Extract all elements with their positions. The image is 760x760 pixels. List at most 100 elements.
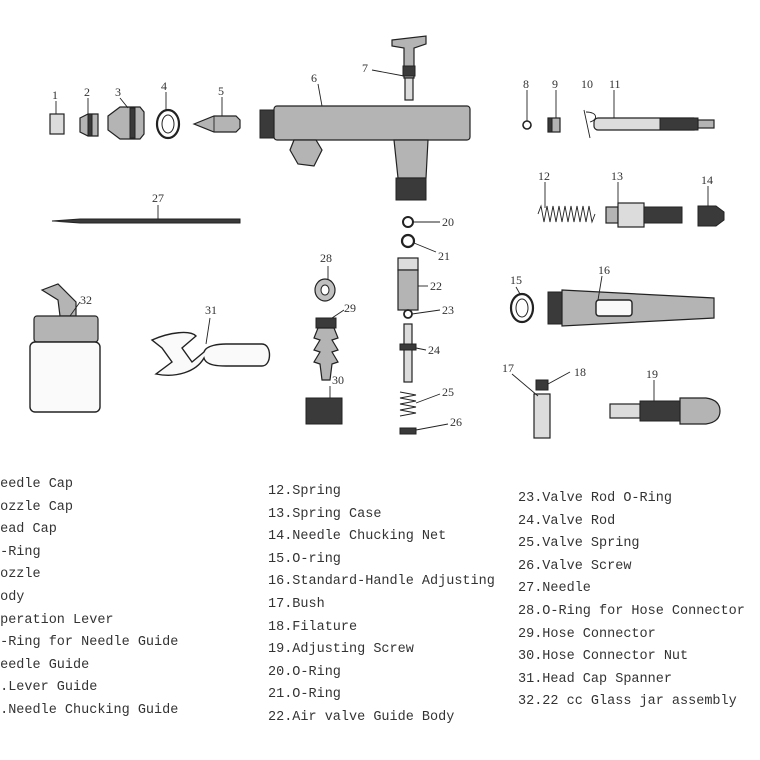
legend-item-18: 18.Filature bbox=[268, 619, 358, 635]
part-25-valve-spring bbox=[399, 391, 417, 417]
callout-5: 5 bbox=[218, 84, 224, 98]
part-19-adjusting-screw bbox=[609, 397, 721, 425]
legend-item-28: 28.O-Ring for Hose Connector bbox=[518, 603, 745, 619]
part-1-needle-cap bbox=[49, 113, 65, 135]
legend-item-5: Nozzle bbox=[0, 567, 41, 583]
legend-item-20: 20.O-Ring bbox=[268, 664, 341, 680]
callout-31: 31 bbox=[205, 303, 217, 317]
callout-13: 13 bbox=[611, 169, 623, 183]
legend-item-26: 26.Valve Screw bbox=[518, 558, 632, 574]
legend-item-15: 15.O-ring bbox=[268, 551, 341, 567]
callout-8: 8 bbox=[523, 77, 529, 91]
callout-1: 1 bbox=[52, 88, 58, 102]
legend-item-24: 24.Valve Rod bbox=[518, 513, 616, 529]
legend-item-7: Operation Lever bbox=[0, 612, 114, 628]
legend-item-19: 19.Adjusting Screw bbox=[268, 642, 414, 658]
callout-19: 19 bbox=[646, 367, 658, 381]
exploded-parts-diagram: 1 2 3 4 5 6 7 8 9 10 11 12 13 14 15 16 1… bbox=[29, 35, 725, 439]
legend-item-14: 14.Needle Chucking Net bbox=[268, 529, 447, 545]
legend-item-2: Nozzle Cap bbox=[0, 499, 74, 515]
legend-item-22: 22.Air valve Guide Body bbox=[268, 709, 455, 725]
callout-20: 20 bbox=[442, 215, 454, 229]
callout-22: 22 bbox=[430, 279, 442, 293]
legend-item-29: 29.Hose Connector bbox=[518, 626, 656, 642]
part-6-body bbox=[259, 105, 471, 201]
callout-labels: 1 2 3 4 5 6 7 8 9 10 11 12 13 14 15 16 1… bbox=[52, 61, 713, 429]
part-18-filature bbox=[535, 379, 549, 391]
callout-10: 10 bbox=[581, 77, 593, 91]
callout-7: 7 bbox=[362, 61, 368, 75]
part-11-needle-chucking-guide bbox=[593, 117, 715, 131]
legend-item-13: 13.Spring Case bbox=[268, 506, 382, 522]
part-15-o-ring bbox=[509, 292, 535, 324]
callout-12: 12 bbox=[538, 169, 550, 183]
part-7-operation-lever bbox=[391, 35, 427, 101]
part-3-head-cap bbox=[107, 106, 145, 140]
callout-4: 4 bbox=[161, 79, 167, 93]
part-22-air-valve-guide-body bbox=[397, 257, 419, 311]
callout-11: 11 bbox=[609, 77, 621, 91]
part-17-bush bbox=[533, 393, 551, 439]
legend-item-1: Needle Cap bbox=[0, 477, 74, 492]
part-14-needle-chucking-net bbox=[697, 205, 725, 227]
legend-item-31: 31.Head Cap Spanner bbox=[518, 671, 672, 687]
legend-item-17: 17.Bush bbox=[268, 596, 325, 612]
part-9-needle-guide bbox=[547, 117, 561, 133]
callout-27: 27 bbox=[152, 191, 164, 205]
callout-28: 28 bbox=[320, 251, 332, 265]
callout-3: 3 bbox=[115, 85, 121, 99]
part-5-nozzle bbox=[192, 115, 241, 133]
legend-item-12: 12.Spring bbox=[268, 484, 341, 499]
callout-9: 9 bbox=[552, 77, 558, 91]
callout-23: 23 bbox=[442, 303, 454, 317]
callout-25: 25 bbox=[442, 385, 454, 399]
legend-item-23: 23.Valve Rod O-Ring bbox=[518, 491, 672, 506]
callout-32: 32 bbox=[80, 293, 92, 307]
callout-24: 24 bbox=[428, 343, 440, 357]
callout-26: 26 bbox=[450, 415, 462, 429]
part-2-nozzle-cap bbox=[79, 113, 99, 137]
legend-item-6: Body bbox=[0, 589, 25, 605]
part-23-valve-rod-o-ring bbox=[403, 309, 413, 319]
part-4-o-ring bbox=[155, 108, 181, 140]
callout-15: 15 bbox=[510, 273, 522, 287]
callout-6: 6 bbox=[311, 71, 317, 85]
legend-item-25: 25.Valve Spring bbox=[518, 536, 640, 552]
callout-30: 30 bbox=[332, 373, 344, 387]
legend-column-2: 12.Spring 13.Spring Case 14.Needle Chuck… bbox=[268, 481, 495, 730]
callout-21: 21 bbox=[438, 249, 450, 263]
callout-14: 14 bbox=[701, 173, 713, 187]
legend-item-21: 21.O-Ring bbox=[268, 687, 341, 703]
legend-item-32: 32.22 cc Glass jar assembly bbox=[518, 694, 737, 710]
part-8-o-ring-needle-guide bbox=[522, 120, 532, 130]
part-29-hose-connector bbox=[313, 317, 339, 381]
part-10-lever-guide bbox=[583, 109, 596, 139]
part-30-hose-connector-nut bbox=[305, 397, 343, 425]
legend-item-3: Head Cap bbox=[0, 522, 57, 538]
part-24-valve-rod bbox=[399, 323, 417, 383]
part-32-glass-jar-assembly bbox=[29, 283, 101, 413]
legend-item-4: O-Ring bbox=[0, 544, 41, 560]
legend-item-16: 16.Standard-Handle Adjusting bbox=[268, 574, 495, 590]
callout-17: 17 bbox=[502, 361, 514, 375]
part-27-needle bbox=[51, 218, 241, 224]
legend-column-3: 23.Valve Rod O-Ring 24.Valve Rod 25.Valv… bbox=[518, 488, 745, 714]
part-13-spring-case bbox=[605, 202, 683, 228]
legend-item-30: 30.Hose Connector Nut bbox=[518, 649, 689, 665]
legend-item-10: 0.Lever Guide bbox=[0, 680, 98, 696]
legend-item-27: 27.Needle bbox=[518, 581, 591, 597]
part-28-o-ring-hose-connector bbox=[314, 278, 336, 302]
callout-2: 2 bbox=[84, 85, 90, 99]
callout-29: 29 bbox=[344, 301, 356, 315]
legend-item-8: O-Ring for Needle Guide bbox=[0, 635, 179, 651]
part-26-valve-screw bbox=[399, 427, 417, 435]
part-20-o-ring bbox=[402, 216, 414, 228]
callout-16: 16 bbox=[598, 263, 610, 277]
leader-lines bbox=[55, 69, 709, 431]
callout-18: 18 bbox=[574, 365, 586, 379]
part-16-standard-handle bbox=[547, 289, 715, 327]
part-12-spring bbox=[537, 204, 596, 224]
legend-item-11: 1.Needle Chucking Guide bbox=[0, 702, 179, 718]
part-21-o-ring bbox=[400, 233, 416, 249]
part-31-head-cap-spanner bbox=[150, 331, 271, 376]
